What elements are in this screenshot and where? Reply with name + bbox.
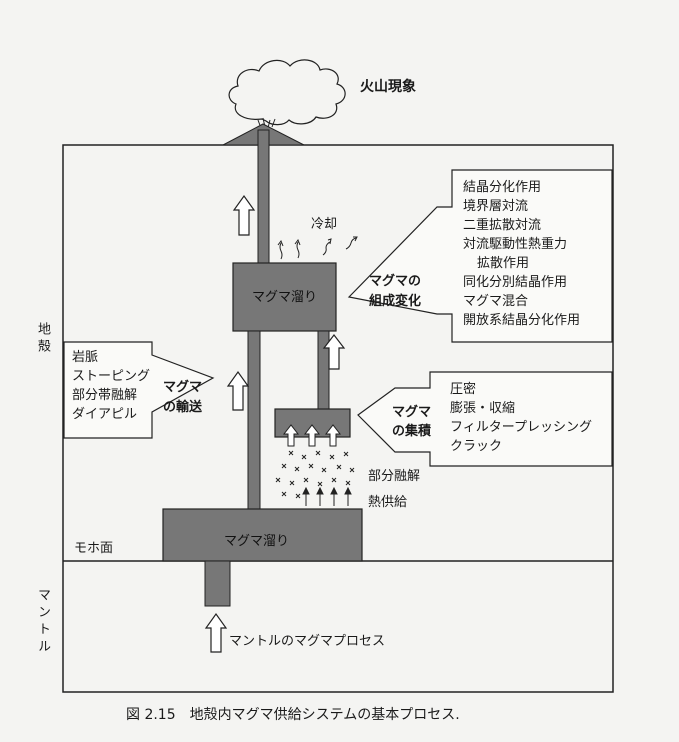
melt-crosses [275,450,355,499]
list-item: 拡散作用 [477,256,530,271]
upper-chamber-label: マグマ溜り [252,290,318,305]
composition-title-2: 組成変化 [369,294,422,309]
list-item: 対流駆動性熱重力 [463,237,568,252]
hollow-arrows [204,194,346,653]
accumulation-title-1: マグマ [392,405,432,420]
volcanic-phenomena-label: 火山現象 [360,79,416,95]
feeder-pipe [204,560,231,607]
composition-callout [347,169,613,343]
list-item: クラック [450,439,503,454]
list-item: 結晶分化作用 [463,180,542,195]
accumulation-list: 圧密 膨張・収縮 フィルタープレッシング クラック [450,380,592,456]
mantle-label: マントル [35,588,50,656]
arrow-up-icon [226,370,250,411]
heat-supply-label: 熱供給 [368,495,408,510]
list-item: ダイアピル [72,407,138,422]
heat-arrows [302,486,352,506]
list-item: 圧密 [450,382,477,397]
arrow-up-icon [204,612,228,653]
crust-frame [62,144,614,693]
transport-title-1: マグマ [163,380,203,395]
lower-chamber-label: マグマ溜り [224,534,290,549]
conduit-upper [257,129,270,264]
list-item: 同化分別結晶作用 [463,275,568,290]
list-item: ストーピング [72,369,151,384]
cooling-label: 冷却 [311,217,338,232]
figure-caption: 図 2.15 地殻内マグマ供給システムの基本プロセス. [126,707,460,723]
list-item: フィルタープレッシング [450,420,592,435]
composition-list: 結晶分化作用 境界層対流 二重拡散対流 対流駆動性熱重力 拡散作用 同化分別結晶… [463,178,580,330]
transport-title-2: の輸送 [163,400,203,415]
arrow-up-icon [232,194,256,236]
conduit-main [247,330,261,510]
list-item: 部分帯融解 [72,388,138,403]
transport-callout [63,341,215,439]
arrow-up-icon [322,334,346,370]
list-item: 膨張・収縮 [450,401,516,416]
volcano-cloud-icon [228,59,346,126]
mantle-process-label: マントルのマグマプロセス [229,634,386,649]
upper-chamber [232,262,337,332]
transport-list: 岩脈 ストーピング 部分帯融解 ダイアピル [72,348,150,424]
inflow-arrows [282,424,342,447]
lower-chamber [162,508,363,562]
moho-label: モホ面 [74,541,114,556]
list-item: 二重拡散対流 [463,218,542,233]
list-item: 開放系結晶分化作用 [463,313,581,328]
accumulation-callout [357,371,613,467]
list-item: 境界層対流 [463,199,529,214]
accumulation-title-2: の集積 [392,424,432,439]
list-item: マグマ混合 [463,294,529,309]
cooling-arrows [277,236,358,260]
list-item: 岩脈 [72,350,99,365]
partial-melting-label: 部分融解 [368,469,421,484]
composition-title-1: マグマの [369,274,422,289]
crust-label: 地殻 [35,322,50,356]
